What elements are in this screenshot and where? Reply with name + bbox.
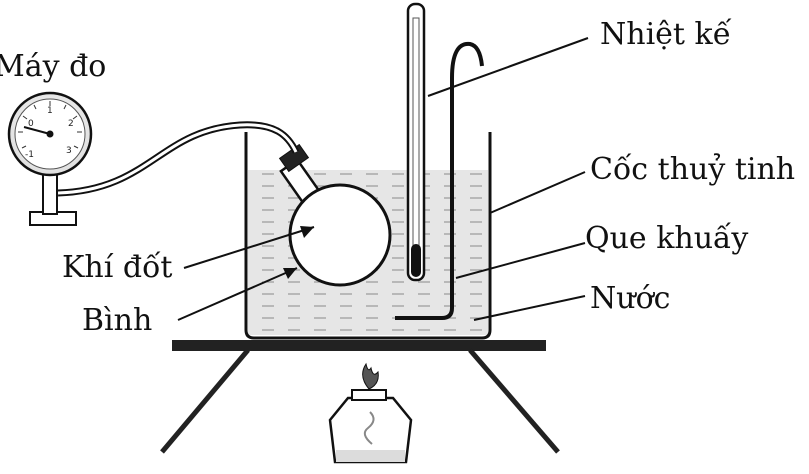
tripod-stand [160,340,560,454]
gauge-tick-3: 3 [66,146,72,156]
label-thermometer: Nhiệt kế [600,17,732,52]
arrowhead-gas [300,226,314,238]
pressure-gauge: -1 0 1 2 3 [7,91,93,226]
label-water: Nước [590,281,671,316]
label-stirrer: Que khuấy [585,221,749,256]
gauge-tick-1: 1 [47,106,53,116]
flame-icon [362,362,379,390]
thermometer [406,2,426,282]
label-gauge: Máy đo [0,49,107,84]
label-gas: Khí đốt [62,250,173,285]
alcohol-burner [328,362,413,464]
connecting-tube-inner [57,123,298,195]
gauge-tick-2: 2 [68,119,74,129]
gauge-needle [23,126,51,135]
beaker [244,132,492,340]
flask [278,143,392,287]
label-beaker: Cốc thuỷ tinh [590,152,796,187]
arrowhead-flask [283,268,297,279]
gauge-tick-minus1: -1 [25,150,34,160]
gauge-tick-0: 0 [28,119,34,129]
stirring-rod [395,41,484,320]
label-flask: Bình [82,303,153,338]
leader-lines [177,37,589,321]
